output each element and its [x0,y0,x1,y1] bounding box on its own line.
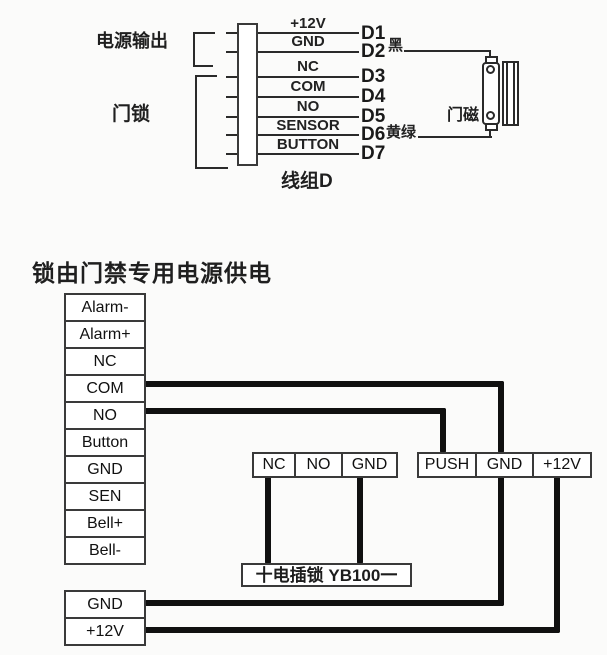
electric-bolt-lock-box: 十电插锁 YB100一 [241,563,412,587]
power-terminal-gnd: GND [66,592,144,619]
pin-wire-d6 [256,134,359,136]
com-wire-horizontal [142,381,504,387]
wire-color-yellow-green: 黄绿 [386,124,417,141]
no-wire-horizontal [142,408,446,414]
com-wire-vertical [498,381,504,453]
pin-stub [226,96,238,98]
door-magnet-magnet-body [502,61,519,126]
door-lock-bracket-bottom [195,167,228,169]
terminal-nc: NC [66,349,144,376]
pin-stub [226,76,238,78]
door-magnet-screw-top [486,65,495,74]
psu-12v-wire-horizontal [142,627,560,633]
lock-relay-nc: NC [254,454,296,476]
pin-stub [226,32,238,34]
terminal-alarm-plus: Alarm+ [66,322,144,349]
connector-body [237,23,258,166]
pin-stub [226,116,238,118]
black-wire-horizontal [404,50,491,52]
controller-terminal-block: Alarm- Alarm+ NC COM NO Button GND SEN B… [64,293,146,565]
wire-label-d4: D4 [361,86,386,107]
pin-stub [226,153,238,155]
wire-label-d2: D2 [361,41,386,62]
psu-12v: +12V [543,456,581,473]
power-terminal-block: GND +12V [64,590,146,646]
pin-label-button: BUTTON [276,136,340,153]
pin-wire-d4 [256,96,359,98]
wire-label-d6: D6 [361,124,386,145]
wire-label-d5: D5 [361,106,386,127]
door-magnet-label: 门磁 [447,107,480,124]
door-magnet-screw-bottom [486,111,495,120]
no-wire-vertical [440,408,446,453]
pin-stub [226,51,238,53]
pin-label-no: NO [296,98,320,115]
magnet-body-line-1 [506,63,508,124]
pin-label-gnd: GND [291,33,325,50]
pin-label-com: COM [290,78,326,95]
magnet-body-line-2 [513,63,515,124]
wire-label-d7: D7 [361,143,386,164]
terminal-button: Button [66,430,144,457]
terminal-bell-minus: Bell- [88,542,121,559]
pin-wire-d7 [256,153,359,155]
bottom-diagram-title: 锁由门禁专用电源供电 [32,260,272,286]
power-output-bracket-top [193,32,215,34]
psu-12v-wire-vertical [554,476,560,633]
psu-gnd: GND [477,454,534,476]
lock-relay-block: NC NO GND [252,452,398,478]
pin-label-nc: NC [297,58,319,75]
terminal-gnd: GND [66,457,144,484]
door-lock-bracket-line [195,75,197,169]
pin-label-12v: +12V [290,15,326,32]
power-output-label: 电源输出 [96,31,168,51]
pin-wire-d1 [256,32,359,34]
door-lock-bracket-top [195,75,217,77]
terminal-com: COM [66,376,144,403]
psu-gnd-wire-vertical [498,476,504,606]
pin-wire-d5 [256,116,359,118]
psu-output-block: PUSH GND +12V [417,452,592,478]
wire-label-d3: D3 [361,66,386,87]
door-magnet-switch-body [482,62,500,125]
terminal-sen: SEN [66,484,144,511]
pin-stub [226,134,238,136]
power-terminal-12v: +12V [86,623,124,640]
lock-nc-wire [265,476,271,564]
yellow-green-wire-vertical [489,129,491,138]
wire-color-black: 黑 [388,37,404,54]
psu-push: PUSH [419,454,477,476]
pin-wire-d2 [256,51,359,53]
pin-label-sensor: SENSOR [276,117,340,134]
psu-gnd-wire-horizontal [142,600,504,606]
terminal-alarm-minus: Alarm- [66,295,144,322]
terminal-no: NO [66,403,144,430]
lock-relay-no: NO [296,454,343,476]
terminal-bell-plus: Bell+ [66,511,144,538]
power-output-bracket-line [193,32,195,67]
wire-label-d1: D1 [361,23,386,44]
wire-group-label: 线组D [281,171,333,192]
black-wire-vertical [489,50,491,59]
power-output-bracket-bottom [193,65,213,67]
pin-wire-d3 [256,76,359,78]
door-lock-label: 门锁 [112,104,151,125]
lock-gnd-wire [357,476,363,564]
lock-relay-gnd: GND [351,456,388,473]
yellow-green-wire-horizontal [418,136,492,138]
